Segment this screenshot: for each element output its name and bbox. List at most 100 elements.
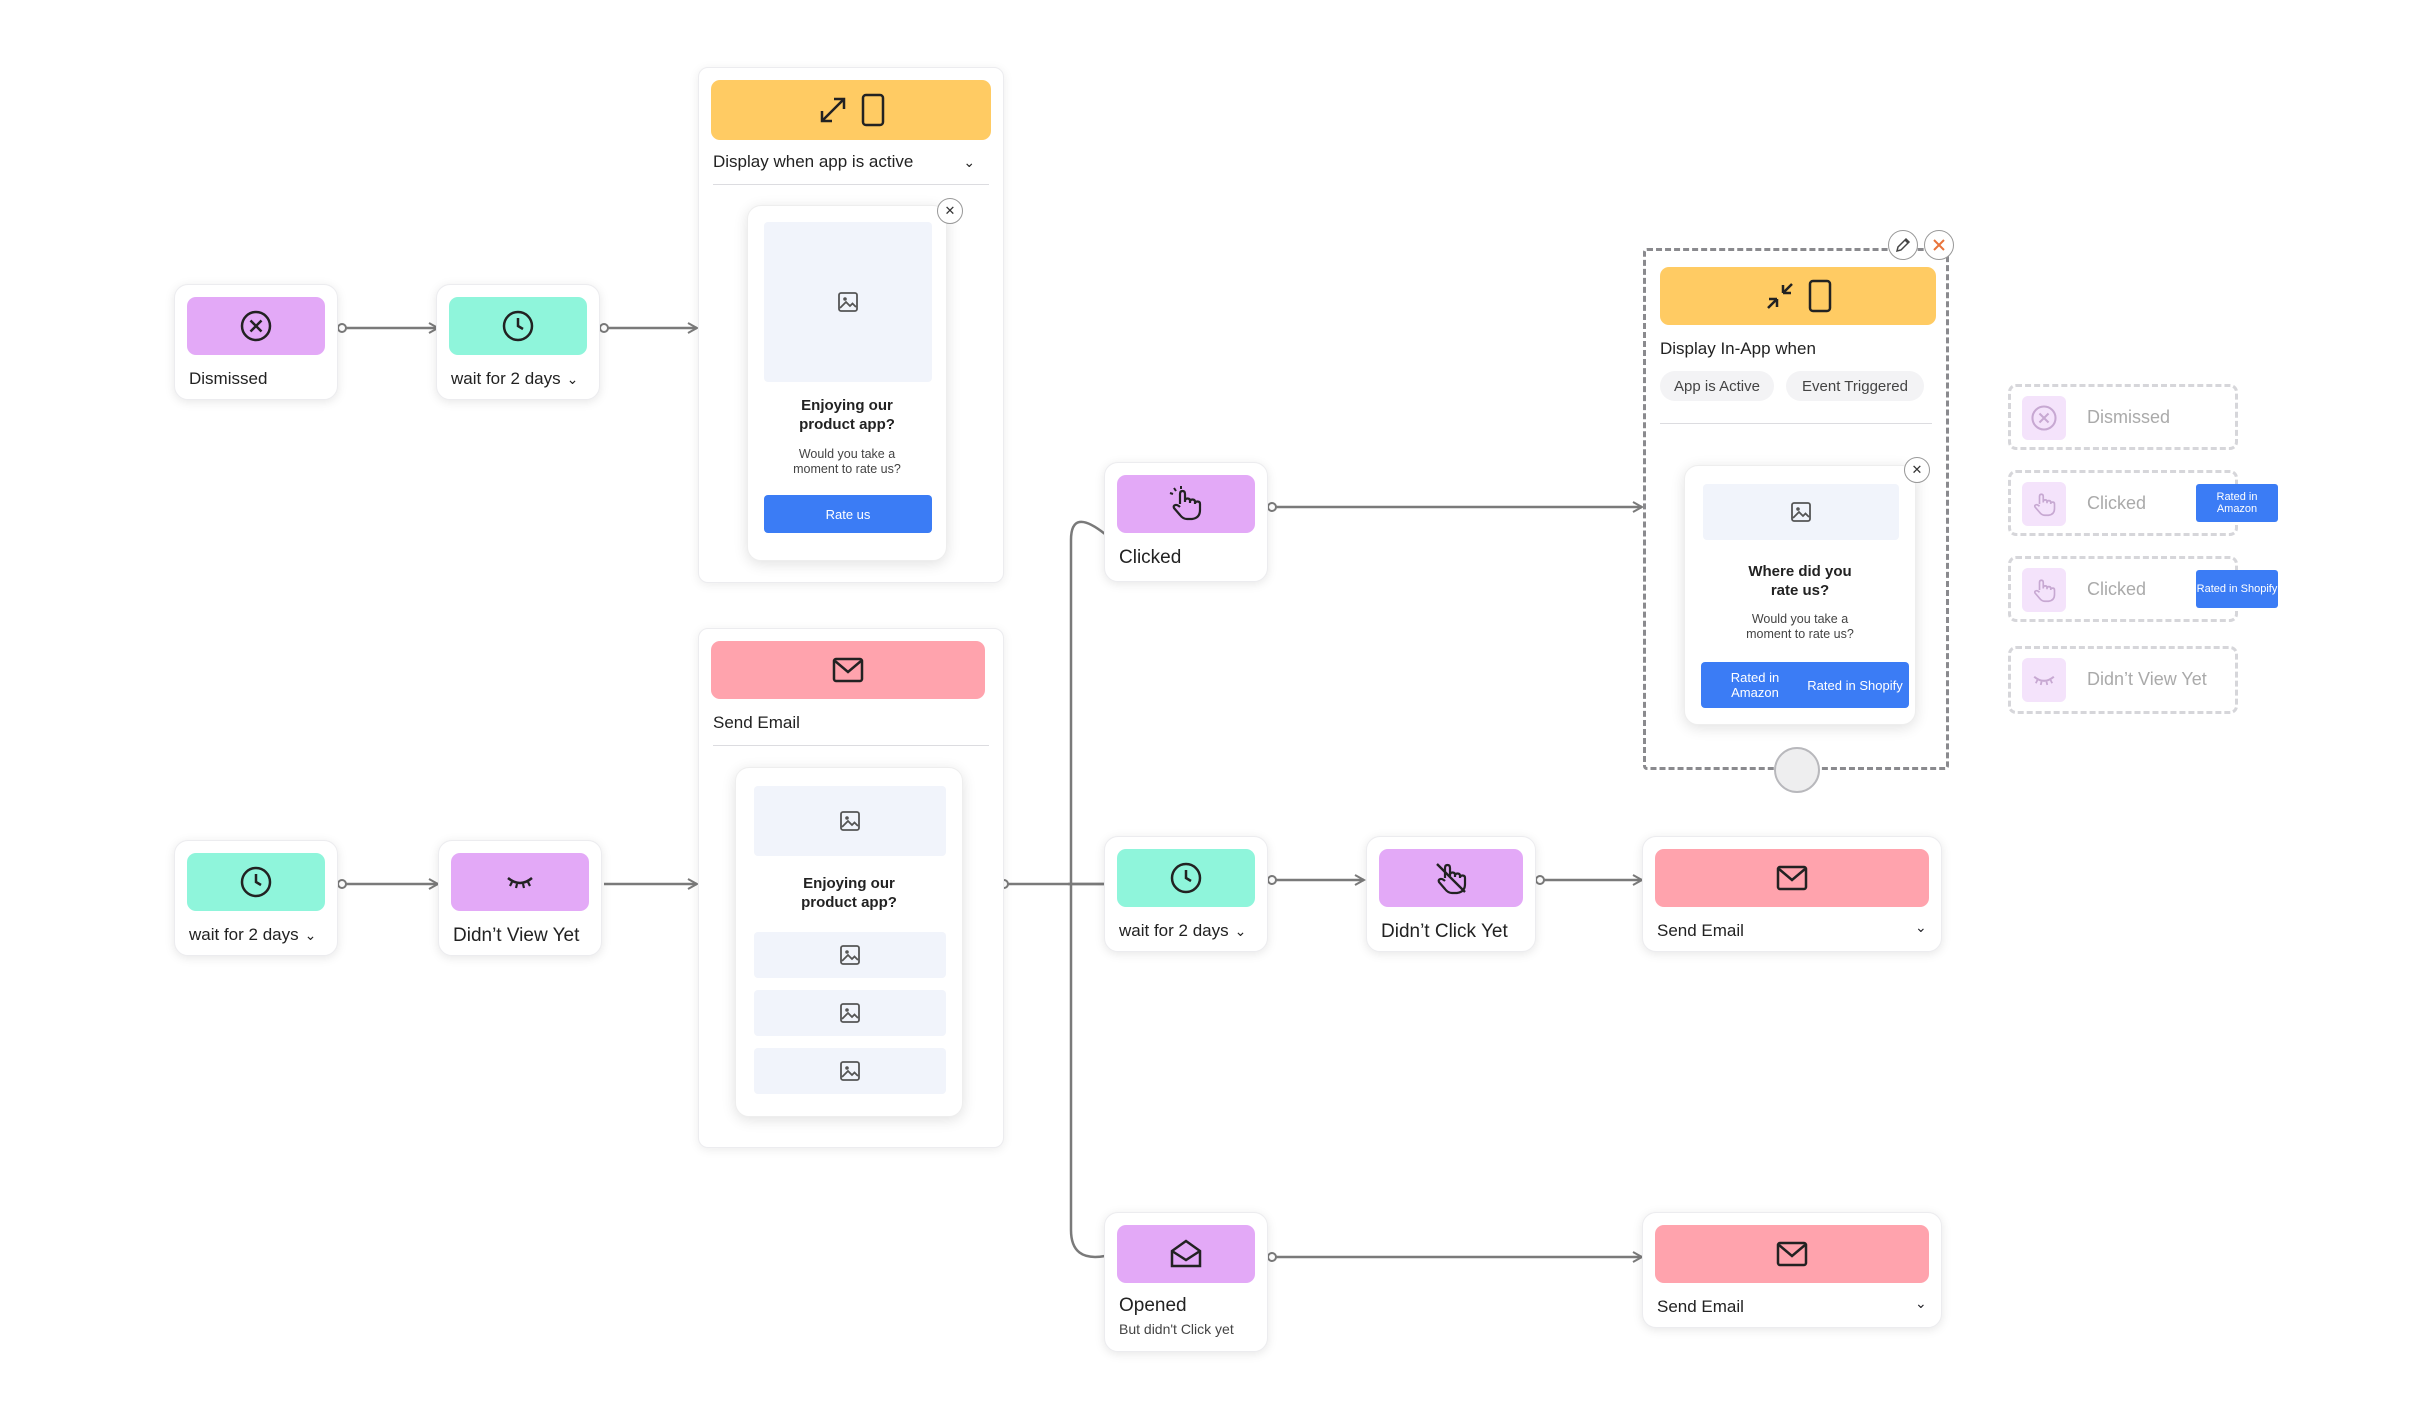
wait-tile bbox=[1117, 849, 1255, 907]
wait-label[interactable]: wait for 2 days⌄ bbox=[189, 925, 316, 945]
legend-icon-tile bbox=[2022, 658, 2066, 702]
email-card[interactable]: Send Email Enjoying our product app? bbox=[698, 628, 1004, 1148]
didnt-view-tile bbox=[451, 853, 589, 911]
legend-icon-tile bbox=[2022, 482, 2066, 526]
email-header-tile bbox=[711, 641, 985, 699]
inapp-header-label[interactable]: Display when app is active ⌄ bbox=[713, 152, 975, 172]
clock-icon bbox=[240, 866, 272, 898]
didnt-view-node[interactable]: Didn’t View Yet bbox=[438, 840, 602, 956]
clicked-node[interactable]: Clicked bbox=[1104, 462, 1268, 582]
app-active-pill[interactable]: App is Active bbox=[1660, 371, 1774, 401]
inapp-title: Enjoying our product app? bbox=[799, 397, 895, 433]
image-icon bbox=[1791, 502, 1811, 522]
divider bbox=[713, 745, 989, 746]
inapp-phone-preview: Enjoying our product app? Would you take… bbox=[747, 205, 947, 561]
image-placeholder bbox=[764, 222, 932, 382]
wait-label[interactable]: wait for 2 days ⌄ bbox=[1119, 921, 1246, 941]
didnt-view-label: Didn’t View Yet bbox=[453, 925, 580, 946]
chevron-down-icon[interactable]: ⌄ bbox=[1915, 1295, 1927, 1311]
email-header-label: Send Email bbox=[713, 713, 800, 732]
inapp-header-tile bbox=[711, 80, 991, 140]
email-preview: Enjoying our product app? bbox=[735, 767, 963, 1117]
image-icon bbox=[840, 945, 860, 965]
pencil-icon bbox=[1895, 237, 1911, 253]
clock-icon bbox=[502, 310, 534, 342]
inapp-card-1[interactable]: Display when app is active ⌄ Enjoying our… bbox=[698, 67, 1004, 583]
envelope-icon bbox=[1776, 865, 1808, 891]
chevron-down-icon[interactable]: ⌄ bbox=[1234, 923, 1247, 939]
inapp2-title: Where did you rate us? bbox=[1748, 563, 1852, 599]
add-connector-handle[interactable] bbox=[1774, 747, 1820, 793]
image-placeholder bbox=[1703, 484, 1899, 540]
dismissed-label: Dismissed bbox=[189, 369, 268, 388]
send-email-node-2[interactable]: Send Email ⌄ bbox=[1642, 1212, 1942, 1328]
legend-icon-tile bbox=[2022, 396, 2066, 440]
legend-icon-tile bbox=[2022, 568, 2066, 612]
image-placeholder bbox=[754, 786, 946, 856]
inapp-card-2-selected[interactable]: Display In-App when App is Active Event … bbox=[1643, 248, 1949, 793]
legend-label: Dismissed bbox=[2087, 407, 2171, 427]
legend-item-clicked-shopify[interactable]: Clicked bbox=[2008, 556, 2238, 622]
close-icon[interactable]: ✕ bbox=[1904, 457, 1930, 483]
close-icon bbox=[1933, 239, 1945, 251]
close-icon[interactable]: ✕ bbox=[937, 198, 963, 224]
didnt-click-label: Didn’t Click Yet bbox=[1381, 921, 1508, 942]
delete-button[interactable] bbox=[1924, 230, 1954, 260]
wait-node-3[interactable]: wait for 2 days ⌄ bbox=[1104, 836, 1268, 952]
legend-item-didnt-view[interactable]: Didn’t View Yet bbox=[2008, 646, 2238, 714]
expand-icon bbox=[820, 97, 846, 123]
tap-hand-icon bbox=[1169, 486, 1202, 521]
didnt-click-node[interactable]: Didn’t Click Yet bbox=[1366, 836, 1536, 952]
legend-tag-shopify: Rated in Shopify bbox=[2196, 570, 2278, 608]
legend-label: Didn’t View Yet bbox=[2087, 669, 2207, 689]
rate-us-button[interactable]: Rate us bbox=[764, 495, 932, 533]
send-email-node-1[interactable]: Send Email ⌄ bbox=[1642, 836, 1942, 952]
mobile-icon bbox=[861, 93, 885, 127]
image-placeholder bbox=[754, 932, 946, 978]
dismissed-tile bbox=[187, 297, 325, 355]
send-email-label: Send Email bbox=[1657, 921, 1744, 940]
collapse-icon bbox=[1767, 283, 1793, 309]
wait-tile bbox=[187, 853, 325, 911]
event-triggered-pill[interactable]: Event Triggered bbox=[1786, 371, 1924, 401]
opened-label: Opened bbox=[1119, 1295, 1187, 1316]
wait-text: wait for 2 days bbox=[1119, 921, 1229, 940]
legend-tag-amazon: Rated in Amazon bbox=[2196, 484, 2278, 522]
didnt-click-tile bbox=[1379, 849, 1523, 907]
opened-node[interactable]: Opened But didn't Click yet bbox=[1104, 1212, 1268, 1352]
clicked-label: Clicked bbox=[1119, 547, 1182, 568]
divider bbox=[1660, 423, 1932, 424]
image-placeholder bbox=[754, 990, 946, 1036]
wait-node-2[interactable]: wait for 2 days⌄ bbox=[174, 840, 338, 956]
inapp-header-tile bbox=[1660, 267, 1936, 325]
chevron-down-icon[interactable]: ⌄ bbox=[304, 927, 317, 943]
wait-label[interactable]: wait for 2 days ⌄ bbox=[451, 369, 578, 389]
wait-node-1[interactable]: wait for 2 days ⌄ bbox=[436, 284, 600, 400]
inapp2-text: Would you take a moment to rate us? bbox=[1746, 612, 1854, 641]
send-email-label: Send Email bbox=[1657, 1297, 1744, 1316]
chevron-down-icon[interactable]: ⌄ bbox=[566, 371, 579, 387]
edit-button[interactable] bbox=[1888, 230, 1918, 260]
chevron-down-icon[interactable]: ⌄ bbox=[963, 154, 976, 170]
rated-shopify-button[interactable]: Rated in Shopify bbox=[1801, 662, 1909, 708]
closed-eye-icon bbox=[507, 877, 533, 889]
legend-label: Clicked bbox=[2087, 493, 2147, 513]
envelope-icon bbox=[1776, 1241, 1808, 1267]
no-tap-icon bbox=[1436, 863, 1467, 895]
chevron-down-icon[interactable]: ⌄ bbox=[1915, 919, 1927, 935]
legend-item-dismissed[interactable]: Dismissed bbox=[2008, 384, 2238, 450]
dismissed-node[interactable]: Dismissed bbox=[174, 284, 338, 400]
closed-eye-icon bbox=[2033, 675, 2055, 686]
open-envelope-icon bbox=[1170, 1239, 1202, 1268]
wait-text: wait for 2 days bbox=[451, 369, 561, 388]
inapp-header-text: Display when app is active bbox=[713, 152, 914, 171]
email-tile bbox=[1655, 849, 1929, 907]
tap-hand-icon bbox=[2033, 493, 2056, 517]
email-tile bbox=[1655, 1225, 1929, 1283]
rated-amazon-button[interactable]: Rated in Amazon bbox=[1701, 662, 1809, 708]
mobile-icon bbox=[1808, 279, 1832, 313]
image-icon bbox=[840, 1003, 860, 1023]
clock-icon bbox=[1170, 862, 1202, 894]
image-icon bbox=[840, 811, 860, 831]
tap-hand-icon bbox=[2033, 579, 2056, 603]
